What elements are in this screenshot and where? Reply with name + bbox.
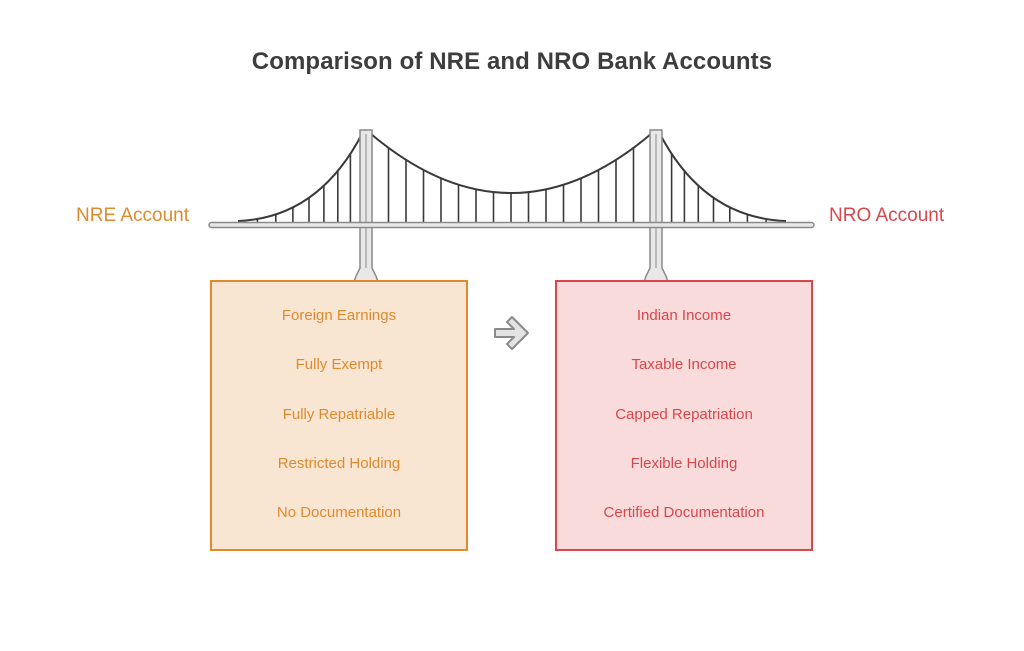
bridge-cable-right (659, 133, 787, 222)
bridge-deck (208, 221, 815, 229)
nro-item: Taxable Income (631, 356, 737, 373)
nre-account-label: NRE Account (76, 205, 189, 226)
nre-item: Restricted Holding (277, 455, 401, 472)
nre-item: Fully Exempt (295, 356, 383, 373)
diagram-title: Comparison of NRE and NRO Bank Accounts (251, 48, 773, 75)
bridge-hangers (256, 147, 767, 222)
nre-item: No Documentation (276, 504, 402, 521)
nre-item: Foreign Earnings (281, 307, 397, 324)
nro-account-label: NRO Account (829, 205, 945, 226)
nre-item: Fully Repatriable (282, 406, 396, 423)
nro-item: Certified Documentation (603, 504, 765, 521)
nro-item: Indian Income (636, 307, 732, 324)
bridge-tower-left (352, 129, 380, 283)
nro-features-box: Indian Income Taxable Income Capped Repa… (555, 280, 813, 551)
arrow-right-icon (492, 314, 532, 352)
nro-item: Capped Repatriation (615, 406, 753, 423)
bridge-cable-main (370, 133, 652, 194)
bridge-cable-left (237, 133, 363, 222)
bridge-tower-right (642, 129, 670, 283)
nro-item: Flexible Holding (630, 455, 738, 472)
nre-features-box: Foreign Earnings Fully Exempt Fully Repa… (210, 280, 468, 551)
